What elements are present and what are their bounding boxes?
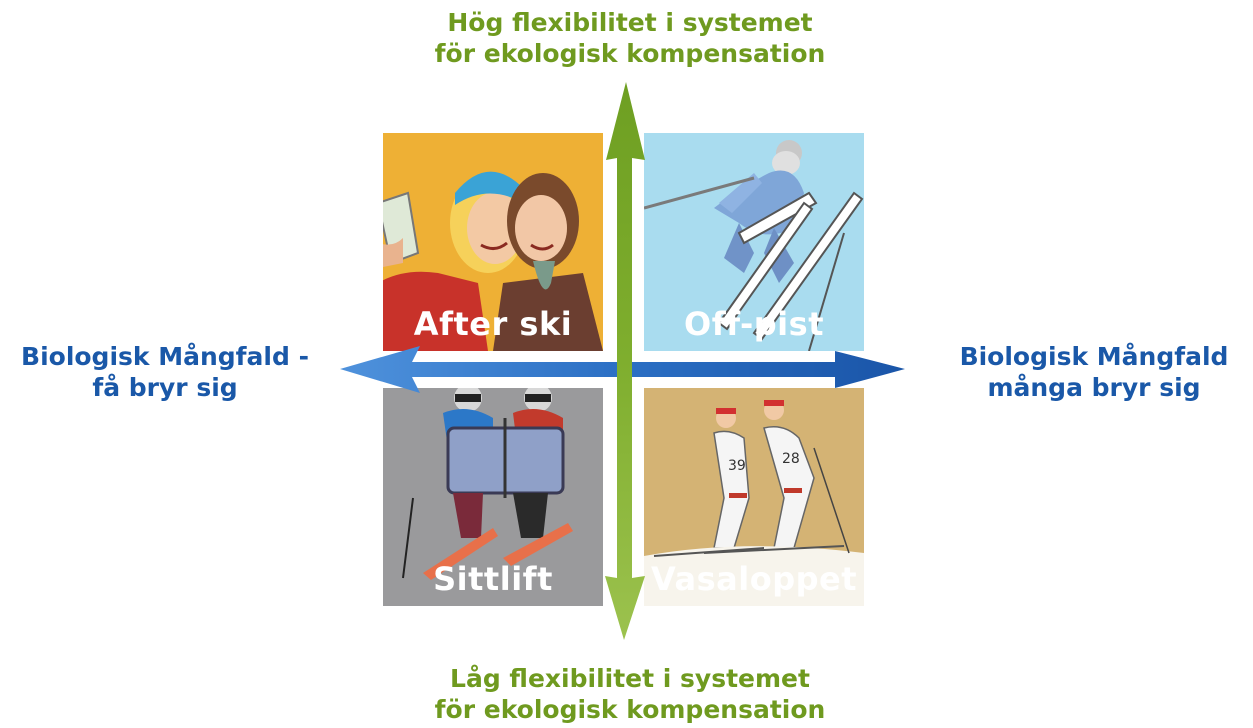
quadrant-label-sittlift: Sittlift bbox=[433, 560, 553, 598]
quadrant-vasaloppet: 39 28 Vasaloppet bbox=[644, 388, 864, 606]
sittlift-illustration bbox=[402, 388, 573, 580]
vasaloppet-illustration: 39 28 bbox=[644, 400, 864, 606]
right-axis-label-line-1: Biologisk Mångfald bbox=[959, 342, 1229, 371]
quadrant-label-off-pist: Off-pist bbox=[684, 305, 824, 343]
vertical-axis-arrow bbox=[605, 82, 645, 640]
quadrant-after-ski: After ski bbox=[383, 133, 603, 351]
bottom-axis-label-line-1: Låg flexibilitet i systemet bbox=[450, 664, 810, 693]
bottom-axis-label-line-2: för ekologisk kompensation bbox=[434, 694, 826, 724]
off-pist-illustration bbox=[644, 140, 864, 351]
bottom-axis-label: Låg flexibilitet i systemet för ekologis… bbox=[380, 664, 880, 725]
quadrant-off-pist: Off-pist bbox=[644, 133, 864, 351]
left-axis-label-line-1: Biologisk Mångfald - bbox=[21, 342, 309, 371]
right-axis-label: Biologisk Mångfald många bryr sig bbox=[935, 342, 1253, 403]
top-axis-label-line-1: Hög flexibilitet i systemet bbox=[447, 8, 813, 37]
left-axis-label-line-2: få bryr sig bbox=[92, 372, 238, 402]
quadrant-label-vasaloppet: Vasaloppet bbox=[650, 560, 857, 598]
svg-text:39: 39 bbox=[728, 458, 746, 474]
svg-text:28: 28 bbox=[782, 451, 800, 467]
top-axis-label-line-2: för ekologisk kompensation bbox=[434, 38, 826, 68]
after-ski-illustration bbox=[383, 171, 603, 351]
right-axis-label-line-2: många bryr sig bbox=[987, 372, 1201, 402]
left-axis-label: Biologisk Mångfald - få bryr sig bbox=[0, 342, 330, 403]
top-axis-label: Hög flexibilitet i systemet för ekologis… bbox=[380, 8, 880, 69]
quadrant-sittlift: Sittlift bbox=[383, 388, 603, 606]
quadrant-label-after-ski: After ski bbox=[413, 305, 573, 343]
